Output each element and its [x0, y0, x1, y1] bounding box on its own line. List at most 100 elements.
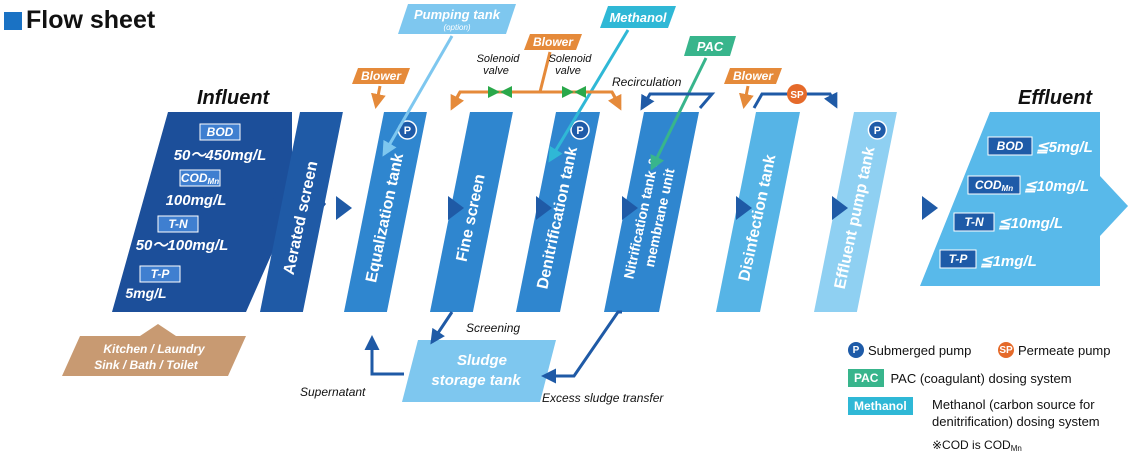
permeate-pump-legend-icon: SP [998, 342, 1014, 358]
tank-3: Fine screen [430, 112, 513, 312]
effluent-cod-tag [967, 175, 1021, 195]
solenoid-valve-icon-2 [562, 86, 586, 98]
flow-chevron-4 [622, 196, 638, 220]
effluent-tp-tag [939, 249, 977, 269]
sludge-line-2: storage tank [431, 372, 521, 389]
effluent-cod-value: ≦10mg/L [1024, 178, 1089, 195]
pumping-tank-label: Pumping tank (option) [398, 4, 516, 34]
pumping-tank-box [398, 4, 516, 34]
methanol-label: Methanol [600, 6, 676, 28]
blower-box-3 [724, 68, 782, 84]
legend-methanol-line-1: Methanol (carbon source for [932, 397, 1095, 412]
tank-5: Nitrification tank &membrane unit [604, 112, 699, 312]
legend-permeate-pump: SP Permeate pump [998, 342, 1111, 358]
solenoid-valve-1: Solenoid valve [477, 53, 521, 98]
methanol-legend-box: Methanol [848, 397, 913, 415]
recirculation-line [640, 92, 716, 111]
blower-label-2: Blower [524, 34, 582, 50]
source-line-1: Kitchen / Laundry [103, 342, 206, 356]
flow-chevron-7 [922, 196, 938, 220]
solenoid-valve-2: Solenoid valve [549, 53, 593, 98]
effluent-bod-value: ≦5mg/L [1036, 139, 1093, 156]
screening-text: Screening [466, 321, 520, 335]
excess-sludge-line [541, 310, 622, 384]
influent-cod-value: 100mg/L [166, 192, 227, 209]
effluent-param-tn: T-N ≦10mg/L [953, 212, 1063, 232]
influent-tp-value: 5mg/L [125, 285, 166, 301]
legend-methanol-line-2: denitrification) dosing system [932, 414, 1100, 429]
supernatant-text: Supernatant [300, 385, 366, 399]
submerged-pump-label-2: P [404, 125, 411, 137]
blower-box-2 [524, 34, 582, 50]
excess-sludge-text: Excess sludge transfer [542, 391, 664, 405]
blower-box-1 [352, 68, 410, 84]
submerged-pump-icon: P [848, 342, 864, 358]
influent-tn-tag [157, 215, 199, 233]
effluent-param-bod: BOD ≦5mg/L [987, 136, 1093, 156]
tank-body-7 [814, 112, 897, 312]
influent-tn-value: 50～100mg/L [136, 237, 229, 254]
effluent-param-cod: CODMn ≦10mg/L [967, 175, 1089, 195]
legend-pac-text: PAC (coagulant) dosing system [890, 370, 1072, 386]
blower-text-1: Blower [361, 69, 402, 83]
tank-body-5 [604, 112, 699, 312]
permeate-pump-text: SP [790, 90, 804, 101]
influent-tp-name: T-P [151, 267, 171, 281]
influent-bod-name: BOD [207, 125, 234, 139]
legend-submerged-pump: P Submerged pump [848, 342, 971, 358]
methanol-box [600, 6, 676, 28]
blower-text-2: Blower [533, 35, 574, 49]
blower-label-3: Blower [724, 68, 782, 84]
effluent-bod-tag [987, 136, 1033, 156]
tank-body-2 [344, 112, 427, 312]
cod-note-text: ※COD is COD [932, 438, 1011, 452]
cod-note-sub: Mn [1010, 443, 1022, 453]
tank-body-3 [430, 112, 513, 312]
blower-line-1 [370, 85, 386, 109]
influent-bod-tag [199, 123, 241, 141]
blower-text-3: Blower [733, 69, 774, 83]
screening-line [430, 311, 454, 345]
influent-tp-tag [139, 265, 181, 283]
effluent-tn-tag [953, 212, 995, 232]
effluent-tn-name: T-N [964, 215, 984, 229]
pac-legend-box: PAC [848, 369, 885, 387]
pac-box [684, 36, 736, 56]
solenoid-text-2a: Solenoid [549, 53, 593, 65]
sludge-line-1: Sludge [457, 352, 507, 369]
source-box [62, 324, 246, 376]
pac-label: PAC [684, 36, 736, 56]
permeate-pump: SP [787, 84, 807, 104]
influent-box [112, 112, 300, 312]
influent-param-tp: T-P 5mg/L [125, 265, 181, 301]
legend-submerged-text: Submerged pump [868, 342, 972, 358]
pumping-tank-line [382, 35, 454, 157]
permeate-pump-icon [787, 84, 807, 104]
solenoid-text-1a: Solenoid [477, 53, 521, 65]
effluent-box [920, 112, 1128, 286]
effluent-tp-value: ≦1mg/L [980, 253, 1037, 270]
legend-methanol-text: Methanol (carbon source for denitrificat… [932, 396, 1100, 430]
title-square-icon [4, 11, 22, 30]
blower-branch-left [450, 91, 465, 111]
influent-param-cod: CODMn 100mg/L [166, 169, 227, 209]
methanol-text: Methanol [609, 10, 666, 25]
effluent-tp-name: T-P [949, 252, 969, 266]
sludge-tank [402, 340, 556, 402]
flow-chevron-6 [832, 196, 848, 220]
page-title: Flow sheet [4, 6, 155, 35]
effluent-tn-value: ≦10mg/L [998, 215, 1063, 232]
blower-line-3 [738, 85, 754, 109]
tank-body-6 [716, 112, 800, 312]
influent-cod-name: CODMn [181, 171, 219, 186]
submerged-pump-label-4: P [576, 125, 583, 137]
pumping-tank-text: Pumping tank [414, 7, 501, 22]
effluent-cod-name: CODMn [975, 178, 1013, 193]
effluent-heading: Effluent [1018, 87, 1093, 109]
